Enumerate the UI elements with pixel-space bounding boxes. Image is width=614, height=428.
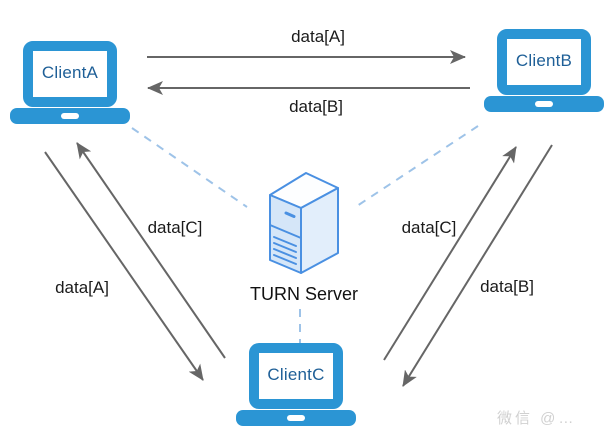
turn-server-label: TURN Server (249, 284, 358, 304)
edge-label-a-to-c: data[A] (55, 278, 109, 297)
node-client-c: ClientC (234, 342, 358, 428)
node-client-a: ClientA (8, 40, 132, 128)
arrow-c-to-b (383, 146, 517, 361)
watermark: 微信 @… (497, 410, 577, 427)
edge-label-a-to-b: data[A] (291, 27, 345, 46)
node-client-b: ClientB (482, 28, 606, 116)
client-c-label: ClientC (267, 365, 325, 384)
relay-link-clienta-server (131, 127, 248, 208)
laptop-icon (236, 343, 356, 426)
edge-label-b-to-c: data[B] (480, 277, 534, 296)
server-icon (269, 172, 339, 274)
edge-label-b-to-a: data[B] (289, 97, 343, 116)
arrow-b-to-c (402, 144, 553, 387)
arrow-a-to-c (44, 151, 204, 381)
laptop-icon (484, 29, 604, 112)
arrow-c-to-a (76, 142, 226, 359)
client-b-label: ClientB (515, 51, 573, 70)
edge-label-c-to-a: data[C] (147, 218, 203, 237)
edge-label-c-to-b: data[C] (401, 218, 457, 237)
laptop-icon (10, 41, 130, 124)
node-turn-server (258, 163, 353, 281)
client-a-label: ClientA (41, 63, 99, 82)
relay-link-clientb-server (356, 125, 479, 207)
